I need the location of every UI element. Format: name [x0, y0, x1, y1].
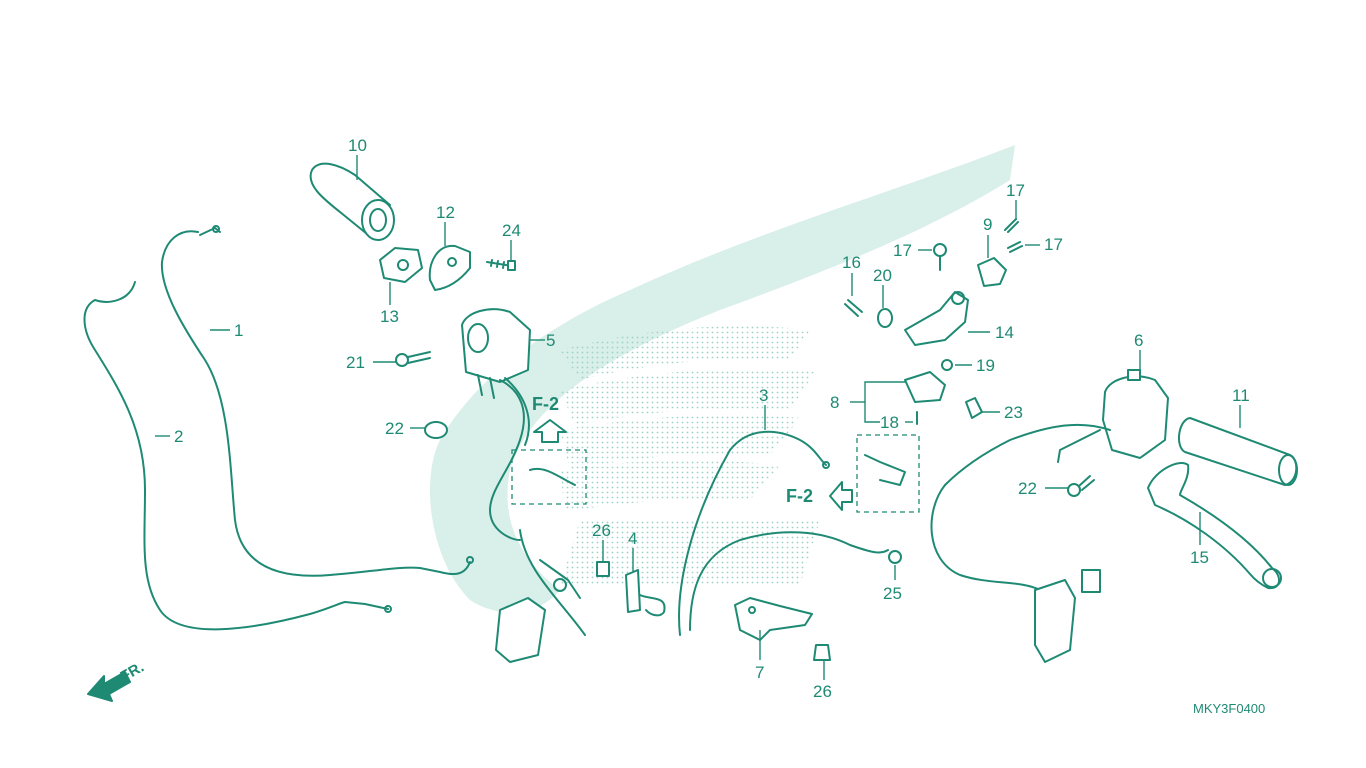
clutch-cable-3	[678, 430, 889, 636]
callout-22-left: 21	[346, 353, 365, 372]
callout-9: 9	[983, 215, 992, 234]
holder-9	[977, 257, 1007, 287]
callout-11: 11	[1232, 386, 1250, 405]
left-grip-icon	[1178, 417, 1298, 486]
arrow-icon	[829, 481, 853, 511]
callout-26-left: 26	[592, 521, 611, 540]
detail-box-f2-right	[856, 434, 920, 513]
bolt-22-right	[1067, 475, 1095, 497]
front-direction-arrow: FR.	[87, 659, 147, 702]
callout-5: 5	[546, 331, 555, 350]
arrow-icon	[533, 419, 567, 443]
ref-label-f2-top: F-2	[532, 394, 559, 414]
callout-26-right: 26	[813, 682, 832, 701]
nut-20	[941, 359, 953, 371]
callout-7: 7	[755, 663, 764, 682]
switch-housing-icon	[461, 308, 531, 541]
callout-20: 19	[976, 356, 995, 375]
pin-18	[933, 243, 947, 271]
throttle-grip-icon	[309, 162, 395, 241]
callout-17-right: 17	[1044, 235, 1063, 254]
screw-26-right	[813, 644, 831, 661]
bolt-16	[844, 299, 863, 317]
switch-housing-icon	[930, 369, 1169, 663]
bolt-22-left	[395, 351, 431, 367]
callout-16: 16	[842, 253, 861, 272]
callout-12: 12	[436, 203, 455, 222]
washer-21	[877, 308, 893, 328]
leader-lines	[155, 155, 1241, 680]
nut-25	[888, 550, 902, 564]
callout-15: 15	[1190, 548, 1209, 567]
pulley-12	[428, 244, 471, 291]
callout-23-left: 22	[385, 419, 404, 438]
callout-22-right: 22	[1018, 479, 1037, 498]
callout-labels: 10 12 24 13 1 2 21 22 5 26 4 3 7 26 25 8…	[174, 136, 1250, 701]
bracket-7	[734, 597, 813, 641]
callout-18: 17	[893, 241, 912, 260]
ref-label-f2-side: F-2	[786, 486, 813, 506]
screw-17a	[1004, 218, 1019, 233]
callout-21: 20	[873, 266, 892, 285]
wing-watermark-icon	[430, 145, 1015, 613]
throttle-cable-1	[160, 225, 474, 577]
callout-23-right: 23	[1004, 403, 1023, 422]
callout-6: 6	[1134, 331, 1143, 350]
callout-3: 3	[759, 386, 768, 405]
throttle-cable-2	[83, 281, 392, 631]
brake-lever-icon	[1147, 462, 1282, 590]
switch-4	[625, 569, 666, 617]
clamp-13	[379, 247, 423, 283]
switch-8	[904, 371, 946, 403]
switch-harness	[495, 529, 586, 663]
callout-19: 18	[880, 413, 899, 432]
callout-17-top: 17	[1006, 181, 1025, 200]
callout-14: 14	[995, 323, 1014, 342]
detail-box-f2-left	[511, 449, 587, 505]
callout-25: 25	[883, 584, 902, 603]
callout-2: 2	[174, 427, 183, 446]
callout-4: 4	[628, 529, 637, 548]
callout-24: 24	[502, 221, 521, 240]
callout-8: 8	[830, 393, 839, 412]
callout-1: 1	[234, 321, 243, 340]
diagram-code: MKY3F0400	[1193, 701, 1265, 716]
screw-17b	[1007, 241, 1023, 253]
callout-13: 13	[380, 307, 399, 326]
callout-10: 10	[348, 136, 367, 155]
lever-bracket-14	[904, 291, 969, 346]
clip-23-right	[965, 397, 983, 419]
clip-23-left	[424, 421, 448, 439]
screw-26-left	[596, 561, 610, 577]
